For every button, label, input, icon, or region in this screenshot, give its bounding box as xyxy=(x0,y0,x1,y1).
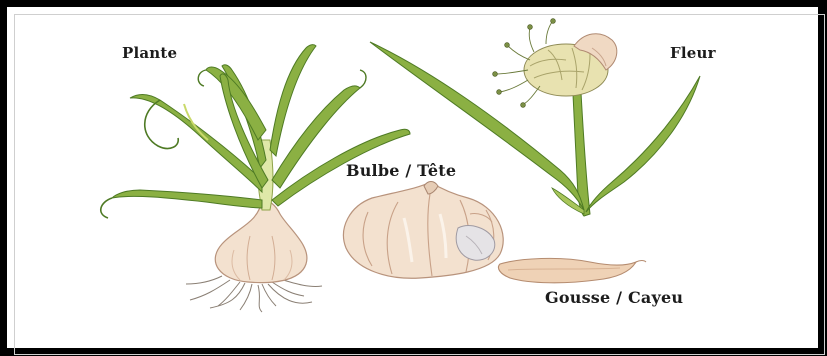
label-bulbe-tete: Bulbe / Tête xyxy=(346,161,456,180)
clove-drawing xyxy=(498,258,646,282)
plant-leaves xyxy=(112,45,410,208)
label-gousse-cayeu: Gousse / Cayeu xyxy=(545,288,683,307)
label-fleur: Fleur xyxy=(670,44,716,62)
bulb-drawing xyxy=(344,182,504,279)
label-plante: Plante xyxy=(122,44,177,62)
plant-bulb xyxy=(215,200,307,283)
